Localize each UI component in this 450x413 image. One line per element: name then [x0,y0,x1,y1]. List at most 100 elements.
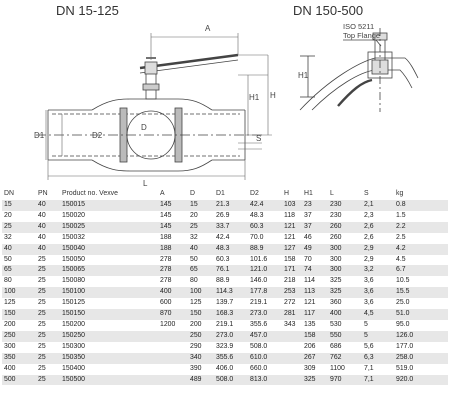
table-cell: 33.7 [214,221,248,233]
table-cell: 150100 [60,287,158,299]
table-cell: 50 [2,254,36,266]
table-cell: 25 [36,319,60,331]
table-cell: 48.3 [248,210,282,222]
dim-label-d: D [141,123,147,132]
table-cell: 600 [158,298,188,310]
dim-label-d2: D2 [92,131,103,140]
table-cell: 5,6 [362,341,394,353]
dimension-lines [45,33,272,180]
table-cell: 150200 [60,319,158,331]
table-cell: 15 [2,200,36,211]
table-cell: 103 [282,200,302,211]
table-cell: 300 [2,341,36,353]
table-cell: 25 [188,221,214,233]
table-cell: 32 [188,232,214,244]
table-cell: 457.0 [248,330,282,342]
table-cell: 550 [328,330,362,342]
table-cell [282,341,302,353]
table-cell: 74 [302,265,328,277]
table-cell: 258.0 [394,352,448,364]
table-cell: 80 [188,276,214,288]
table-cell: 121.0 [248,265,282,277]
table-cell [158,341,188,353]
table-cell: 32 [2,232,36,244]
iso-5211-label: ISO 5211 [343,22,374,31]
table-cell: 168.3 [214,309,248,320]
table-cell: 4,5 [362,309,394,320]
table-cell: 118 [282,210,302,222]
table-cell: 519.0 [394,363,448,375]
table-cell: 42.4 [214,232,248,244]
table-cell: 127 [282,243,302,255]
table-cell: 125 [188,298,214,310]
table-cell: 206 [302,341,328,353]
table-cell: 114 [302,276,328,288]
dim-label-h: H [270,91,276,100]
table-cell: 489 [188,374,214,386]
table-cell: 121 [302,298,328,310]
table-cell: 88.9 [248,243,282,255]
heading-dn-150-500: DN 150-500 [293,3,364,18]
table-cell: 2,6 [362,221,394,233]
table-cell: 113 [302,287,328,299]
table-cell: 260 [328,232,362,244]
table-cell: 150 [188,309,214,320]
table-cell: 135 [302,319,328,331]
table-cell: 177.8 [248,287,282,299]
table-cell: 323.9 [214,341,248,353]
table-cell: 70 [302,254,328,266]
table-cell: 65 [188,265,214,277]
table-cell: 290 [188,341,214,353]
table-cell: 158 [282,254,302,266]
table-cell: 50 [188,254,214,266]
table-cell: 177.0 [394,341,448,353]
table-cell: 920.0 [394,374,448,386]
table-cell: 51.0 [394,309,448,320]
table-cell: 188 [158,232,188,244]
table-cell [158,330,188,342]
table-cell: 25 [36,276,60,288]
table-cell: 970 [328,374,362,386]
table-cell: 1200 [158,319,188,331]
table-cell: 150400 [60,363,158,375]
table-cell: 145 [158,210,188,222]
table-cell [282,363,302,375]
table-cell: 150350 [60,352,158,364]
table-cell: 146.0 [248,276,282,288]
table-cell: 300 [328,265,362,277]
table-cell [158,374,188,386]
table-cell: 6,3 [362,352,394,364]
table-cell: 350 [2,352,36,364]
table-cell: 250 [2,330,36,342]
table-cell [158,352,188,364]
table-cell: 660.0 [248,363,282,375]
column-header: H [284,190,289,197]
table-cell: 355.6 [214,352,248,364]
table-cell: 3,6 [362,298,394,310]
table-cell: 3,6 [362,287,394,299]
dim-label-a: A [205,24,211,33]
column-header: S [364,190,369,197]
table-cell: 139.7 [214,298,248,310]
table-cell: 340 [188,352,214,364]
table-cell: 325 [328,287,362,299]
table-cell: 21.3 [214,200,248,211]
table-cell: 150015 [60,200,158,211]
table-cell: 88.9 [214,276,248,288]
table-cell: 267 [302,352,328,364]
table-cell: 150125 [60,298,158,310]
table-cell: 60.3 [214,254,248,266]
table-cell: 2.5 [394,232,448,244]
table-cell: 100 [188,287,214,299]
column-header: DN [4,190,14,197]
table-cell: 126.0 [394,330,448,342]
table-cell: 360 [328,298,362,310]
